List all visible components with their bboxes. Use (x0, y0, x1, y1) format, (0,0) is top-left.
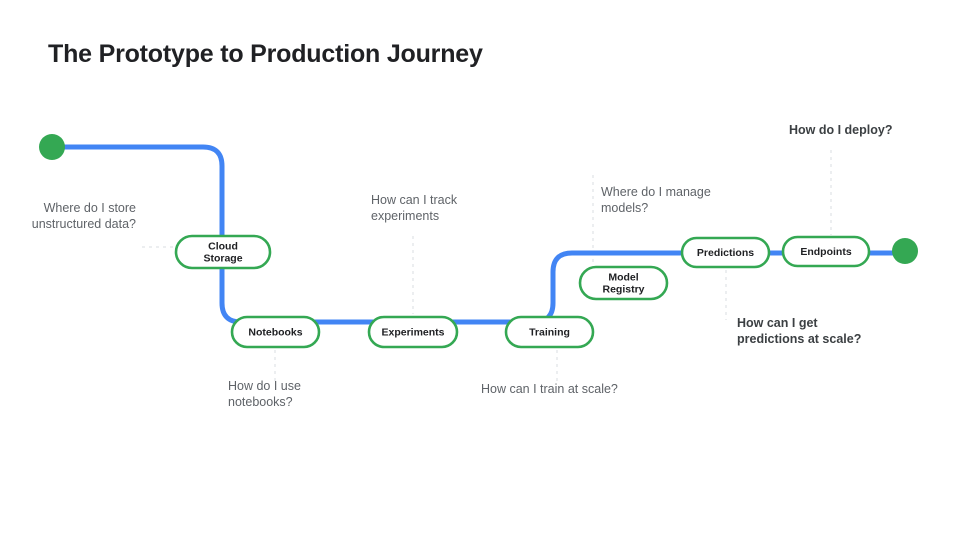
journey-start-dot (39, 134, 65, 160)
flow-line-layer (52, 144, 893, 325)
question-label-q-model-registry: Where do I manage models? (601, 185, 711, 215)
stage-label-endpoints: Endpoints (800, 246, 851, 258)
question-line: Where do I store (44, 201, 136, 215)
stage-pill-shape (174, 234, 272, 270)
question-line: unstructured data? (32, 217, 136, 231)
stage-label-model-registry: Model (608, 272, 638, 284)
question-labels-layer: Where do I store unstructured data? How do… (32, 123, 893, 409)
stage-label-experiments: Experiments (381, 327, 444, 339)
question-line: How do I deploy? (789, 123, 892, 137)
question-label-q-training: How can I train at scale? (481, 382, 618, 396)
stage-pill-shape (781, 235, 871, 268)
stage-pill-shape (680, 236, 771, 269)
stage-label-model-registry: Registry (602, 284, 644, 296)
stage-label-notebooks: Notebooks (248, 327, 302, 339)
question-line: How can I track (371, 193, 458, 207)
terminal-dots-layer (39, 134, 918, 264)
question-label-q-storage: Where do I store unstructured data? (32, 201, 136, 231)
stage-pill-shape (367, 315, 459, 349)
question-line: How can I train at scale? (481, 382, 618, 396)
question-label-q-deploy: How do I deploy? (789, 123, 892, 137)
journey-end-dot (892, 238, 918, 264)
question-line: How do I use (228, 379, 301, 393)
question-line: predictions at scale? (737, 332, 861, 346)
stage-pill-shape (578, 265, 669, 301)
question-line: How can I get (737, 316, 818, 330)
question-line: experiments (371, 209, 439, 223)
stage-node-predictions[interactable]: Predictions (680, 236, 771, 269)
stage-node-notebooks[interactable]: Notebooks (230, 315, 321, 349)
stage-node-training[interactable]: Training (504, 315, 595, 349)
question-line: models? (601, 201, 648, 215)
stage-node-experiments[interactable]: Experiments (367, 315, 459, 349)
stage-pill-shape (230, 315, 321, 349)
stage-label-predictions: Predictions (697, 247, 754, 259)
journey-flow-line (52, 144, 893, 325)
leader-lines-layer (142, 150, 832, 385)
question-label-q-experiments: How can I track experiments (371, 193, 458, 223)
question-label-q-notebooks: How do I use notebooks? (228, 379, 301, 409)
question-line: Where do I manage (601, 185, 711, 199)
stage-label-cloud-storage: Cloud (208, 241, 238, 253)
page-title: The Prototype to Production Journey (48, 40, 483, 68)
question-label-q-predictions: How can I get predictions at scale? (737, 316, 861, 346)
stage-node-endpoints[interactable]: Endpoints (781, 235, 871, 268)
stage-label-training: Training (529, 327, 570, 339)
question-line: notebooks? (228, 395, 293, 409)
stage-label-cloud-storage: Storage (203, 253, 242, 265)
stage-pill-shape (504, 315, 595, 349)
